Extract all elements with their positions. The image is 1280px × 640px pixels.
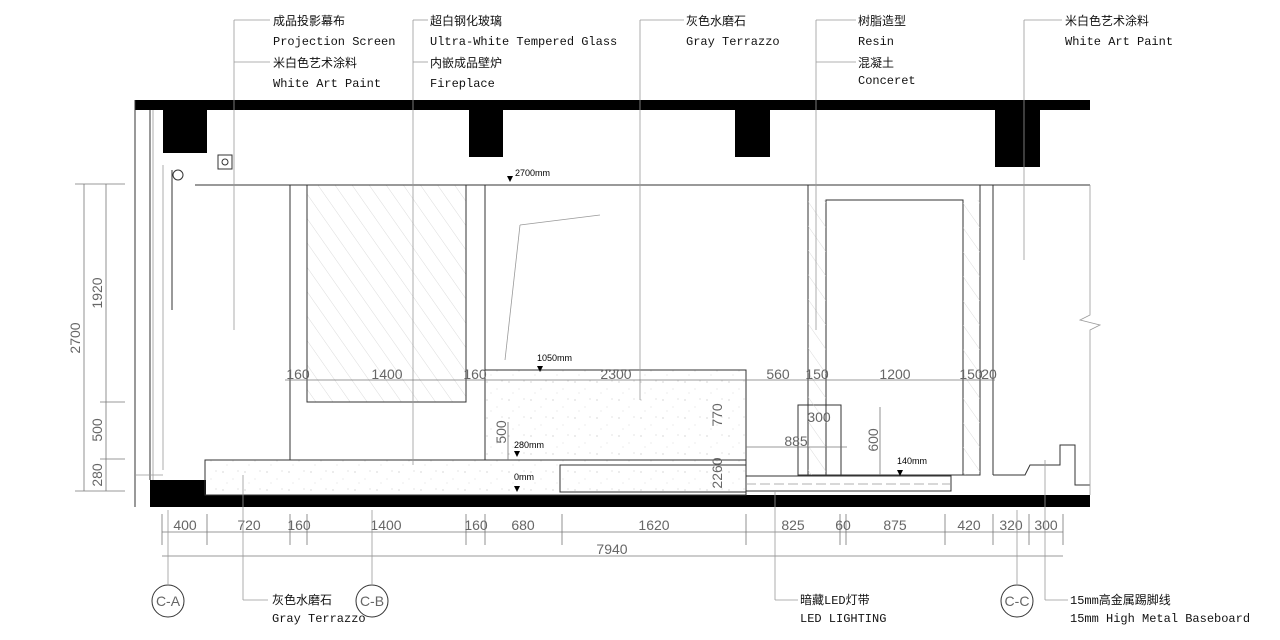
reflection-line — [519, 214, 601, 226]
svg-text:150: 150 — [805, 366, 829, 382]
svg-text:灰色水磨石: 灰色水磨石 — [272, 593, 332, 608]
svg-text:15mm High Metal Baseboard: 15mm High Metal Baseboard — [1070, 612, 1250, 626]
svg-text:720: 720 — [237, 517, 261, 533]
svg-text:0mm: 0mm — [514, 472, 534, 482]
svg-text:300: 300 — [1034, 517, 1058, 533]
section-marker-c-c[interactable]: C-C — [1000, 510, 1034, 618]
svg-text:60: 60 — [835, 517, 851, 533]
svg-text:825: 825 — [781, 517, 805, 533]
led-strip — [745, 475, 952, 492]
svg-text:280mm: 280mm — [514, 440, 544, 450]
bottom-dimensions: 400 720 160 1400 160 680 1620 825 60 875… — [161, 514, 1064, 557]
svg-text:160: 160 — [464, 517, 488, 533]
svg-text:Resin: Resin — [858, 35, 894, 49]
svg-text:暗藏LED灯带: 暗藏LED灯带 — [800, 592, 870, 608]
mid-dimensions: 160 1400 160 2300 560 150 1200 150 20 50… — [285, 366, 997, 489]
svg-text:885: 885 — [784, 433, 808, 449]
svg-text:C-C: C-C — [1005, 593, 1030, 609]
svg-text:Projection Screen: Projection Screen — [273, 35, 395, 49]
callout-terrazzo: 灰色水磨石 Gray Terrazzo — [639, 14, 780, 400]
svg-text:150: 150 — [959, 366, 983, 382]
svg-text:混凝土: 混凝土 — [858, 55, 894, 71]
section-marker-c-b[interactable]: C-B — [355, 510, 389, 618]
floor-slab — [150, 480, 1090, 507]
svg-text:400: 400 — [173, 517, 197, 533]
svg-text:超白钢化玻璃: 超白钢化玻璃 — [430, 13, 502, 29]
svg-text:内嵌成品壁炉: 内嵌成品壁炉 — [430, 55, 502, 71]
door-inner — [825, 199, 964, 476]
svg-text:7940: 7940 — [596, 541, 627, 557]
svg-text:1920: 1920 — [89, 277, 105, 308]
svg-text:成品投影幕布: 成品投影幕布 — [273, 13, 345, 29]
svg-text:C-B: C-B — [360, 593, 384, 609]
ceiling-slab — [135, 100, 1090, 167]
left-wall — [134, 100, 233, 507]
svg-text:Ultra-White Tempered Glass: Ultra-White Tempered Glass — [430, 35, 617, 49]
svg-text:160: 160 — [287, 517, 311, 533]
svg-text:1400: 1400 — [370, 517, 401, 533]
svg-text:米白色艺术涂料: 米白色艺术涂料 — [273, 55, 357, 71]
callout-glass: 超白钢化玻璃 Ultra-White Tempered Glass 内嵌成品壁炉… — [412, 13, 617, 465]
svg-text:1050mm: 1050mm — [537, 353, 572, 363]
fireplace-block — [484, 369, 747, 461]
callout-projection-screen: 成品投影幕布 Projection Screen 米白色艺术涂料 White A… — [233, 13, 395, 330]
svg-text:1200: 1200 — [879, 366, 910, 382]
svg-text:320: 320 — [999, 517, 1023, 533]
svg-text:Gray Terrazzo: Gray Terrazzo — [686, 35, 780, 49]
bottom-callouts: 灰色水磨石 Gray Terrazzo 暗藏LED灯带 LED LIGHTING… — [242, 460, 1250, 626]
svg-text:280: 280 — [89, 463, 105, 487]
svg-text:1400: 1400 — [371, 366, 402, 382]
svg-text:树脂造型: 树脂造型 — [858, 13, 906, 29]
svg-text:160: 160 — [286, 366, 310, 382]
svg-text:Conceret: Conceret — [858, 74, 916, 88]
svg-text:2700: 2700 — [67, 322, 83, 353]
svg-text:Gray Terrazzo: Gray Terrazzo — [272, 612, 366, 626]
svg-text:Fireplace: Fireplace — [430, 77, 495, 91]
level-markers: 2700mm 1050mm 280mm 0mm 140mm — [507, 168, 927, 492]
svg-text:300: 300 — [807, 409, 831, 425]
callout-resin: 树脂造型 Resin 混凝土 Conceret — [815, 13, 916, 330]
svg-text:600: 600 — [865, 428, 881, 452]
svg-text:560: 560 — [766, 366, 790, 382]
svg-text:LED LIGHTING: LED LIGHTING — [800, 612, 886, 626]
callout-white-paint: 米白色艺术涂料 White Art Paint — [1023, 13, 1173, 260]
svg-text:米白色艺术涂料: 米白色艺术涂料 — [1065, 13, 1149, 29]
svg-text:2260: 2260 — [709, 457, 725, 488]
svg-text:420: 420 — [957, 517, 981, 533]
svg-text:500: 500 — [493, 420, 509, 444]
svg-text:灰色水磨石: 灰色水磨石 — [686, 14, 746, 29]
vertical-dimensions: 2700 1920 500 280 — [67, 183, 125, 492]
svg-text:500: 500 — [89, 418, 105, 442]
svg-text:White Art Paint: White Art Paint — [1065, 35, 1173, 49]
svg-text:2300: 2300 — [600, 366, 631, 382]
svg-text:160: 160 — [463, 366, 487, 382]
svg-text:680: 680 — [511, 517, 535, 533]
svg-text:White Art Paint: White Art Paint — [273, 77, 381, 91]
svg-text:1620: 1620 — [638, 517, 669, 533]
svg-text:875: 875 — [883, 517, 907, 533]
svg-text:2700mm: 2700mm — [515, 168, 550, 178]
section-marker-c-a[interactable]: C-A — [151, 510, 185, 618]
reflection-line — [504, 224, 521, 361]
svg-text:C-A: C-A — [156, 593, 181, 609]
glass-panel — [306, 184, 467, 403]
svg-text:770: 770 — [709, 403, 725, 427]
svg-text:15mm高金属踢脚线: 15mm高金属踢脚线 — [1070, 592, 1171, 608]
svg-text:20: 20 — [981, 366, 997, 382]
door-frame — [807, 184, 981, 476]
svg-text:140mm: 140mm — [897, 456, 927, 466]
